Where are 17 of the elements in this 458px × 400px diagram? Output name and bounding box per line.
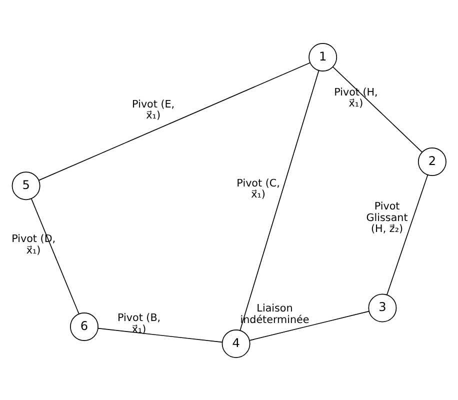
connector [386, 174, 428, 295]
connector [38, 62, 311, 180]
edge-label: Pivot (H, x⃗₁) [334, 86, 378, 110]
node-circle: 6 [70, 312, 98, 340]
node-circle: 5 [12, 171, 40, 200]
node-circle: 4 [222, 329, 250, 358]
edge-label: Pivot (B, x⃗₁) [118, 312, 161, 335]
connector [332, 66, 423, 152]
connector [30, 198, 80, 314]
node-circle: 3 [368, 293, 397, 322]
edge-label: Pivot Glissant (H, z⃗₂) [366, 200, 408, 235]
edge-label: Pivot (E, x⃗₁) [132, 98, 175, 122]
edge-label: Pivot (C, x⃗₁) [236, 176, 280, 200]
connector [98, 327, 223, 342]
node-circle: 2 [418, 147, 446, 176]
node-circle: 1 [308, 42, 338, 71]
connector [240, 70, 320, 330]
